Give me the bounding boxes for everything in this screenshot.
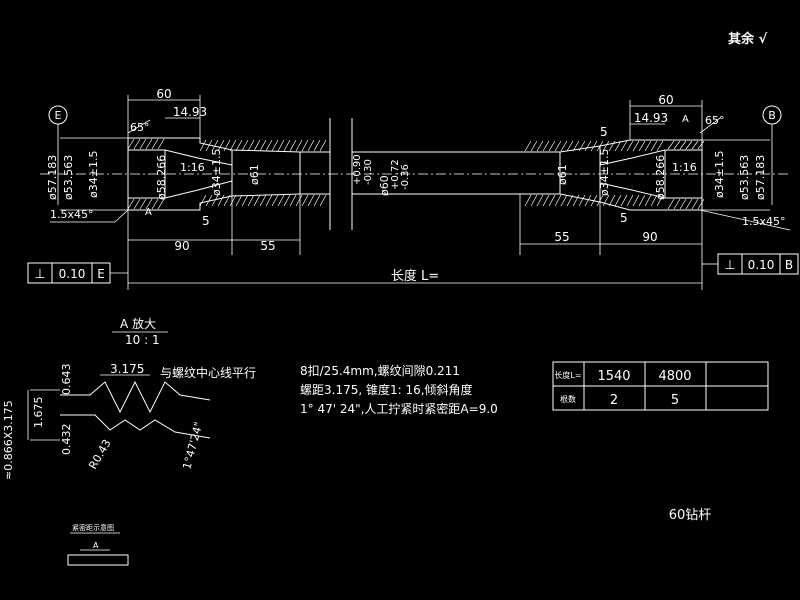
svg-text:0.10: 0.10 bbox=[748, 258, 775, 272]
right-len-1493: 14.93 bbox=[634, 111, 668, 125]
left-len-1493: 14.93 bbox=[173, 105, 207, 119]
mid-tol-b: +0.72 bbox=[390, 159, 401, 190]
right-dia-34b: ø34±1.5 bbox=[713, 151, 726, 198]
left-dia-34b: ø34±1.5 bbox=[210, 149, 223, 196]
left-mark-5: 5 bbox=[202, 214, 210, 228]
svg-text:⊥: ⊥ bbox=[34, 267, 45, 282]
mid-dia-61: ø61 bbox=[556, 164, 569, 185]
left-dia-58266: ø58.266 bbox=[155, 155, 168, 200]
right-len-60: 60 bbox=[658, 93, 673, 107]
detail-d-0643: 0.643 bbox=[60, 364, 73, 396]
detail-d-0432: 0.432 bbox=[60, 424, 73, 456]
detail-r-043: R0.43 bbox=[86, 437, 113, 471]
svg-text:E: E bbox=[55, 109, 62, 122]
note-line-3: 1° 47' 24",人工拧紧时紧密距A=9.0 bbox=[300, 401, 498, 416]
detail-angle: 1°47'24" bbox=[180, 420, 205, 470]
small-clearance-view: 紧密距示意图 A bbox=[67, 523, 129, 566]
right-len-90: 90 bbox=[642, 230, 657, 244]
left-mark-a: A bbox=[145, 207, 152, 218]
right-len-55: 55 bbox=[554, 230, 569, 244]
left-dia-61: ø61 bbox=[248, 164, 261, 185]
table-r1-c1: 2 bbox=[610, 393, 618, 408]
tolerance-frame-left: ⊥ 0.10 E bbox=[27, 262, 128, 284]
left-angle-65: 65° bbox=[130, 121, 150, 134]
mid-tol-top: +0.90 bbox=[352, 154, 363, 185]
surface-finish-note: 其余 √ bbox=[728, 31, 768, 47]
middle-dimensions: +0.90 -0.30 ø60 +0.72 -0.36 ø61 bbox=[352, 154, 569, 196]
note-line-2: 螺距3.175, 锥度1: 16,倾斜角度 bbox=[300, 382, 473, 397]
right-mark-a: A bbox=[682, 114, 689, 125]
length-label: 长度 L= bbox=[391, 268, 439, 284]
left-taper: 1:16 bbox=[180, 161, 205, 174]
datum-balloon-e: E bbox=[48, 105, 68, 205]
right-mark-5: 5 bbox=[600, 125, 608, 139]
table-r0-c0: 长度L= bbox=[554, 370, 581, 380]
detail-scale: 10 : 1 bbox=[125, 333, 160, 347]
detail-pitch: 3.175 bbox=[110, 362, 144, 376]
datum-balloon-b: B bbox=[762, 105, 782, 205]
mid-tol-c: -0.36 bbox=[400, 164, 411, 190]
right-angle-65: 65° bbox=[705, 114, 725, 127]
detail-depth: ≈0.866X3.175 bbox=[2, 400, 15, 480]
left-len-60: 60 bbox=[156, 87, 171, 101]
length-table: 长度L= 1540 4800 根数 2 5 bbox=[552, 361, 769, 411]
left-dia-53563: ø53.563 bbox=[62, 155, 75, 200]
right-dia-57183: ø57.183 bbox=[754, 155, 767, 200]
svg-text:B: B bbox=[768, 109, 776, 122]
tolerance-frame-right: ⊥ 0.10 B bbox=[702, 253, 799, 275]
left-len-90: 90 bbox=[174, 239, 189, 253]
table-r0-c1: 1540 bbox=[597, 369, 630, 384]
small-view-mark: A bbox=[93, 541, 99, 550]
right-dia-58266: ø58.266 bbox=[654, 155, 667, 200]
part-name: 60钻杆 bbox=[669, 508, 712, 523]
mid-dia-60: ø60 bbox=[378, 175, 391, 196]
section-hatching bbox=[127, 138, 705, 210]
right-end-dimensions: 60 14.93 A 65° 5 ø34±1.5 ø58.266 1:16 ø3… bbox=[519, 93, 791, 290]
left-dia-57183: ø57.183 bbox=[46, 155, 59, 200]
detail-d-1675: 1.675 bbox=[32, 397, 45, 429]
table-r0-c2: 4800 bbox=[658, 369, 691, 384]
right-mark-5b: 5 bbox=[620, 211, 628, 225]
small-view-title: 紧密距示意图 bbox=[72, 523, 114, 532]
left-len-55: 55 bbox=[260, 239, 275, 253]
right-taper: 1:16 bbox=[672, 161, 697, 174]
svg-text:⊥: ⊥ bbox=[724, 258, 735, 273]
left-dia-34: ø34±1.5 bbox=[87, 151, 100, 198]
svg-text:E: E bbox=[97, 267, 105, 281]
right-dia-34: ø34±1.5 bbox=[598, 149, 611, 196]
note-line-1: 8扣/25.4mm,螺纹间隙0.211 bbox=[300, 364, 460, 378]
detail-title: A 放大 bbox=[120, 316, 156, 331]
right-dia-53563: ø53.563 bbox=[738, 155, 751, 200]
table-r1-c2: 5 bbox=[671, 393, 679, 408]
thread-detail-a: A 放大 10 : 1 3.175 与螺纹中心线平行 0.643 1.675 0… bbox=[2, 316, 256, 480]
svg-text:B: B bbox=[785, 258, 793, 272]
table-r1-c0: 根数 bbox=[560, 394, 576, 404]
right-chamfer: 1.5x45° bbox=[742, 215, 786, 228]
overall-length-dimension: 长度 L= bbox=[127, 255, 702, 290]
thread-notes: 8扣/25.4mm,螺纹间隙0.211 螺距3.175, 锥度1: 16,倾斜角… bbox=[300, 364, 498, 416]
left-end-dimensions: 60 14.93 65° ø57.183 ø53.563 ø34±1.5 ø58… bbox=[46, 87, 301, 255]
detail-parallel-note: 与螺纹中心线平行 bbox=[160, 365, 256, 380]
left-chamfer: 1.5x45° bbox=[50, 208, 94, 221]
mid-tol-bot: -0.30 bbox=[363, 159, 374, 185]
svg-text:0.10: 0.10 bbox=[59, 267, 86, 281]
